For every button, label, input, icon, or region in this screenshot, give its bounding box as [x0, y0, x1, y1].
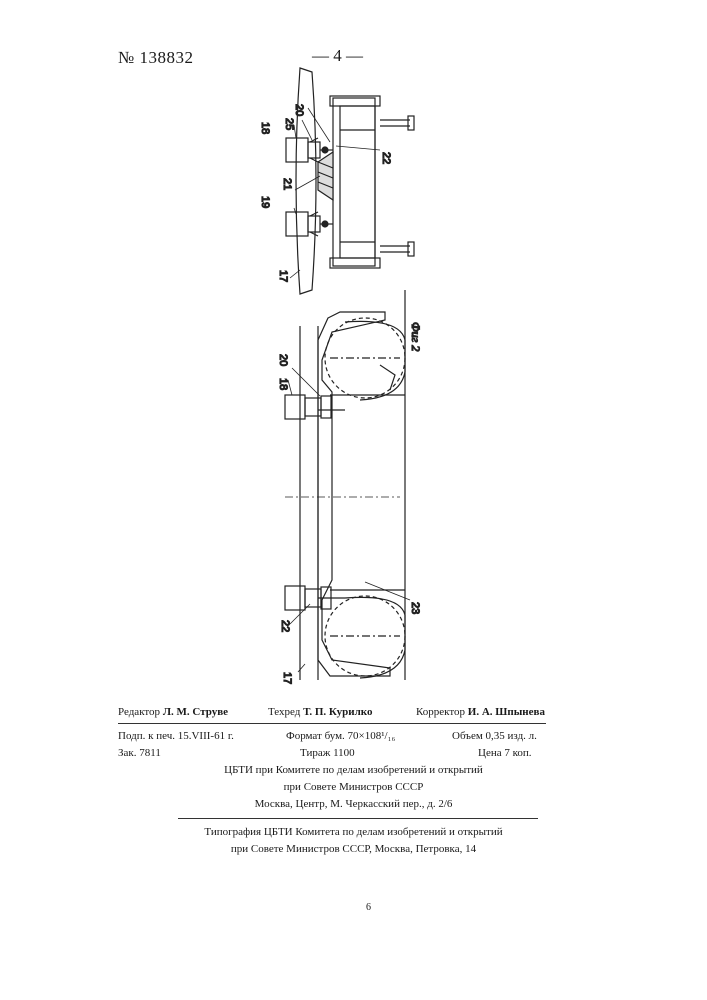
label-top-21: 21 — [281, 178, 293, 190]
circulation: Тираж 1100 — [300, 747, 355, 759]
paper-format: Формат бум. 70×108¹/₁₆ — [286, 730, 395, 742]
label-side-17: 17 — [281, 672, 293, 684]
publisher-line-1: ЦБТИ при Комитете по делам изобретений и… — [0, 764, 707, 776]
label-side-22: 22 — [279, 620, 291, 632]
sheet-number: 6 — [366, 902, 371, 913]
editor-credit: Редактор Л. М. Струве — [118, 706, 228, 718]
volume: Объем 0,35 изд. л. — [452, 730, 537, 742]
side-view: 20 18 22 23 17 Фиг 2 — [277, 290, 423, 684]
editor-label: Редактор — [118, 706, 160, 718]
techeditor-name: Т. П. Курилко — [303, 706, 372, 718]
label-top-22: 22 — [380, 152, 392, 164]
label-top-25: 25 — [283, 118, 295, 130]
techeditor-credit: Техред Т. П. Курилко — [268, 706, 372, 718]
signed-date: Подп. к печ. 15.VIII-61 г. — [118, 730, 234, 742]
label-side-18: 18 — [277, 378, 289, 390]
credits-divider — [118, 723, 546, 724]
publisher-line-2: при Совете Министров СССР — [0, 781, 707, 793]
imprint-divider — [178, 818, 538, 819]
label-top-19: 19 — [259, 196, 271, 208]
corrector-label: Корректор — [416, 706, 465, 718]
printer-line-1: Типография ЦБТИ Комитета по делам изобре… — [0, 826, 707, 838]
corrector-credit: Корректор И. А. Шпынева — [416, 706, 545, 718]
price: Цена 7 коп. — [478, 747, 532, 759]
editor-name: Л. М. Струве — [163, 706, 228, 718]
label-top-17: 17 — [277, 270, 289, 282]
figure-label: Фиг 2 — [409, 322, 423, 351]
techeditor-label: Техред — [268, 706, 300, 718]
label-side-20: 20 — [277, 354, 289, 366]
label-top-18: 18 — [259, 122, 271, 134]
label-top-20: 20 — [293, 104, 305, 116]
corrector-name: И. А. Шпынева — [468, 706, 545, 718]
technical-drawing: 20 25 18 22 21 19 17 — [0, 0, 707, 700]
printer-line-2: при Совете Министров СССР, Москва, Петро… — [0, 843, 707, 855]
top-view: 20 25 18 22 21 19 17 — [259, 68, 414, 294]
label-side-23: 23 — [409, 602, 421, 614]
order-number: Зак. 7811 — [118, 747, 161, 759]
publisher-line-3: Москва, Центр, М. Черкасский пер., д. 2/… — [0, 798, 707, 810]
